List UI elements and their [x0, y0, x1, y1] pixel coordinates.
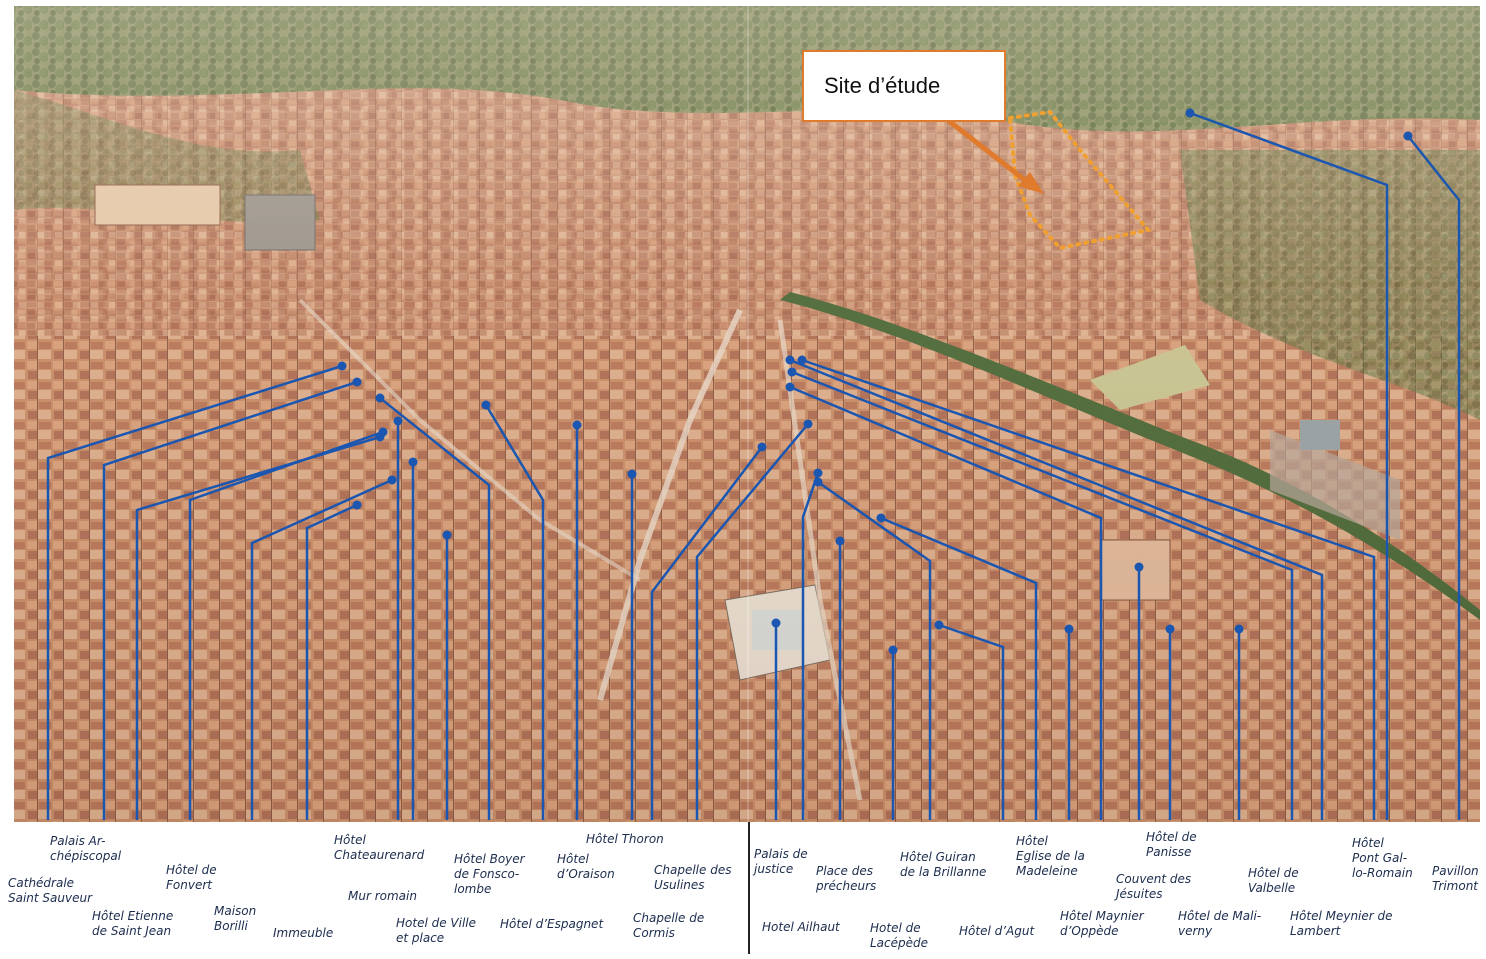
study-site-outline	[1007, 109, 1152, 251]
label-hotel-ailhaut: Hotel Ailhaut	[762, 920, 840, 934]
label-hotel-de-malierny: Hôtel de Mali-verny	[1178, 909, 1262, 938]
label-mur-romain: Mur romain	[348, 889, 417, 903]
label-palais-archiepiscopal: Palais Ar-chépiscopal	[50, 834, 122, 863]
label-hotel-d-espagnet: Hôtel d’Espagnet	[500, 917, 604, 931]
callout-text: Site d’étude	[824, 73, 941, 98]
study-site-callout: Site d’étude	[802, 50, 1006, 122]
leader-dots	[337, 108, 1413, 655]
leader-lines	[46, 111, 1461, 820]
panel-divider	[748, 822, 750, 954]
label-hotel-d-agut: Hôtel d’Agut	[959, 924, 1035, 938]
label-hotel-thoron: Hôtel Thoron	[586, 832, 664, 846]
label-immeuble: Immeuble	[273, 926, 334, 940]
arrow-icon	[1018, 172, 1044, 194]
